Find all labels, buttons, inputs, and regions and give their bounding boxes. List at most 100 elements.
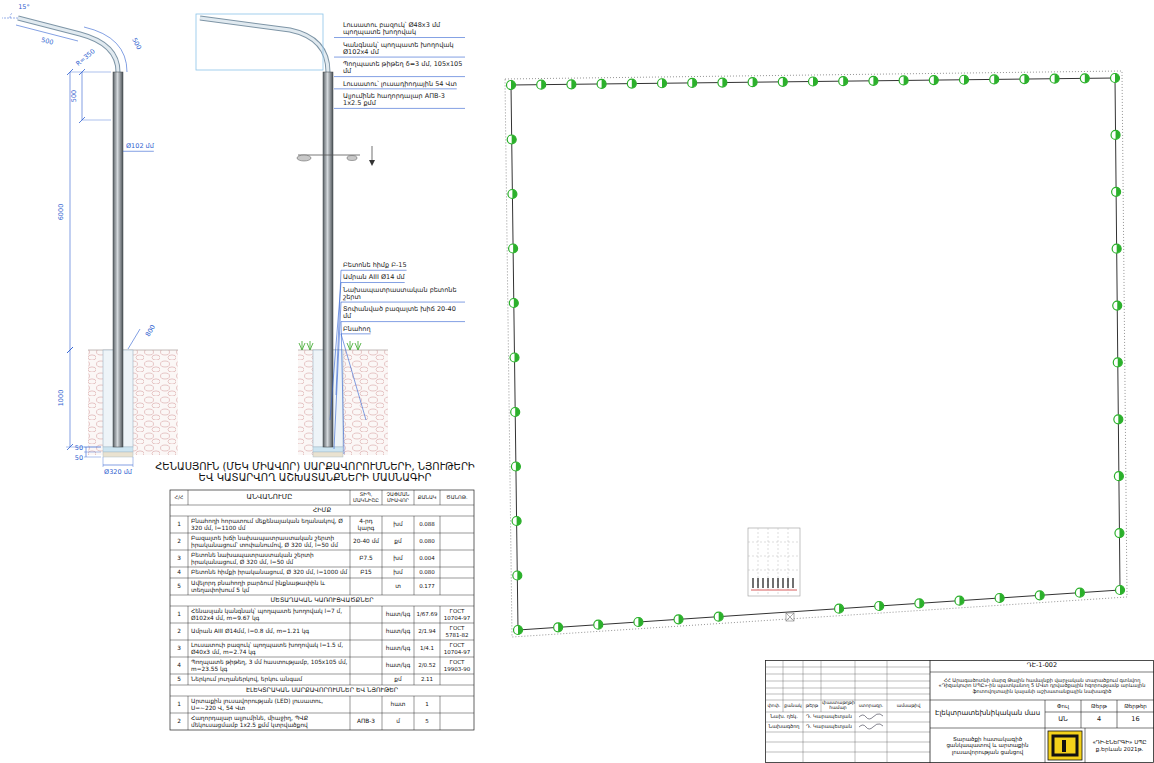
table-rule xyxy=(440,640,441,657)
lamp-symbol xyxy=(674,615,683,624)
callout-label: Բետոնե հիմք Բ-15 xyxy=(343,262,407,269)
table-rule xyxy=(170,696,474,697)
lamp-symbol xyxy=(510,353,519,362)
table-rule xyxy=(440,657,441,674)
equipment-mark xyxy=(757,578,758,588)
table-rule xyxy=(382,516,383,533)
lamp-symbol xyxy=(658,79,667,88)
lamp-symbol xyxy=(1113,358,1122,367)
lamp-half xyxy=(517,517,522,526)
leader-line xyxy=(334,37,465,38)
table-rule xyxy=(170,606,474,607)
gravel-layer xyxy=(103,452,133,457)
lamp-symbol xyxy=(507,81,516,90)
lamp-symbol xyxy=(634,618,643,627)
leader-line xyxy=(334,88,457,89)
grid-line xyxy=(887,660,888,712)
table-rule xyxy=(440,623,441,640)
table-cell: 20-40 մմ xyxy=(351,538,381,544)
lamp-symbol xyxy=(688,78,697,87)
dimension-label: 1000 xyxy=(58,390,65,407)
lamp-symbol xyxy=(1116,586,1125,595)
equipment-mark xyxy=(777,578,778,588)
leader-line xyxy=(341,270,407,271)
arrow-head xyxy=(369,160,375,166)
table-rule xyxy=(188,578,189,595)
table-rule xyxy=(170,505,474,506)
table-cell: խմ xyxy=(383,569,413,575)
table-rule xyxy=(382,490,383,505)
table-rule xyxy=(170,657,474,658)
title-block-cell: թերթ xyxy=(804,704,820,709)
table-rule xyxy=(170,567,474,568)
lamp-circle xyxy=(778,77,787,86)
table-rule xyxy=(382,657,383,674)
callout-label: Լուսատու բազուկ՝ Ø48x3 մմ պողպատե խողովա… xyxy=(343,22,465,37)
table-cell: 2/0.52 xyxy=(415,662,439,668)
lamp-half xyxy=(517,571,522,580)
lamp-half xyxy=(1116,130,1121,139)
lamp-half xyxy=(515,353,520,362)
table-cell: Ամրան AIII Ø14մմ, l=0.8 մմ, m=1.21 կգ xyxy=(191,628,348,634)
lamp-half xyxy=(1040,591,1045,600)
table-cell: 0.088 xyxy=(415,521,439,527)
table-rule xyxy=(382,713,383,730)
table-rule xyxy=(414,623,415,640)
table-cell: 4 xyxy=(171,569,187,575)
dimension-label: 50 xyxy=(75,455,83,462)
table-rule xyxy=(414,567,415,578)
table-rule xyxy=(382,674,383,685)
lamp-half xyxy=(839,604,844,613)
title-block-cell: փաստաթղթի համար xyxy=(822,701,854,711)
table-rule xyxy=(382,696,383,713)
table-cell: 4-րդ կարգ xyxy=(351,518,381,531)
table-rule xyxy=(188,696,189,713)
extension-line xyxy=(84,447,101,448)
grid-line xyxy=(768,528,769,596)
extension-line xyxy=(103,457,104,467)
table-cell: ГОСТ 19903-90 xyxy=(441,659,473,671)
title-block-cell: «ԴԻ-ԷՆԵՐԳԻ» ՍՊԸ ք.Երևան 2021թ. xyxy=(1086,739,1153,751)
title-block-cell: Դ. Կարապետյան xyxy=(804,714,854,720)
table-rule xyxy=(350,640,351,657)
grid-line xyxy=(765,667,930,668)
leader-line xyxy=(334,302,341,449)
lamp-symbol xyxy=(509,244,518,253)
lamp-circle xyxy=(511,462,520,471)
table-cell: խմ xyxy=(383,521,413,527)
lamp-circle xyxy=(508,190,517,199)
lamp-symbol xyxy=(875,602,884,611)
table-rule xyxy=(440,516,441,533)
title-block-cell: Էլեկտրատեխնիկական մաս xyxy=(931,710,1044,718)
lamp-half xyxy=(1119,529,1124,538)
lamp-circle xyxy=(1116,586,1125,595)
lamp-symbol xyxy=(1075,588,1084,597)
grid-line xyxy=(1085,728,1086,763)
grid-line xyxy=(765,674,930,675)
lamp-half xyxy=(1024,75,1029,84)
lamp-half xyxy=(1115,74,1120,83)
lamp-symbol xyxy=(748,78,757,87)
lamp-symbol xyxy=(554,623,563,632)
table-rule xyxy=(414,674,415,685)
dimension-label: R=350 xyxy=(75,48,97,68)
lamp-circle xyxy=(1080,74,1089,83)
table-cell: Հենասյան կանգնակ՝ պողպատե խողովակ l=7 մ,… xyxy=(191,608,348,621)
leader-line xyxy=(334,108,465,109)
table-rule xyxy=(170,623,474,624)
lamp-symbol xyxy=(597,79,606,88)
title-block-cell: ԱՆ xyxy=(1046,716,1080,723)
grass-tuft xyxy=(347,341,353,350)
lamp-half xyxy=(514,299,519,308)
table-rule xyxy=(414,578,415,595)
table-cell: Արտաքին լուսավորության (LED) լուսատու, U… xyxy=(191,698,348,711)
lamp-arm-highlight xyxy=(200,18,328,72)
lamp-half xyxy=(1119,472,1124,481)
grid-line xyxy=(748,570,800,571)
table-rule xyxy=(170,533,474,534)
lamp-symbol xyxy=(995,594,1004,603)
spec-table-grid xyxy=(170,490,474,730)
lamp-symbol xyxy=(839,77,848,86)
fence-line xyxy=(511,78,1120,630)
